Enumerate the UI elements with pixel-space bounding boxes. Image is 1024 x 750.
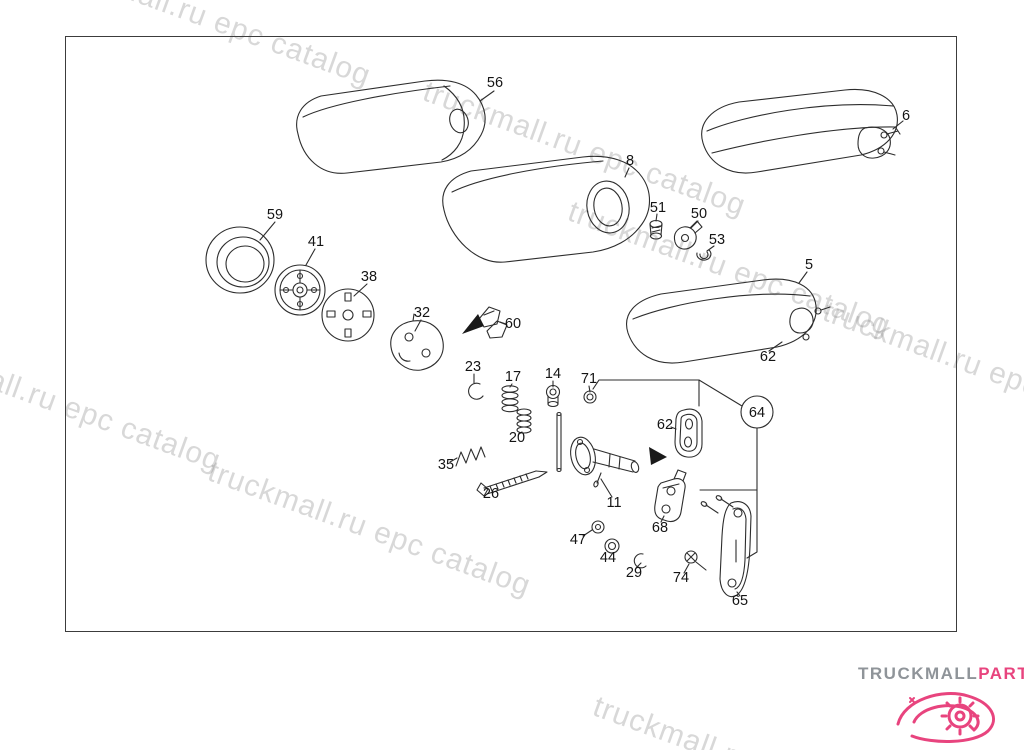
part-26-drawing: [476, 470, 548, 497]
part-60-drawing: [462, 306, 508, 339]
part-label-56: 56: [486, 74, 504, 91]
part-6-drawing: [701, 88, 904, 174]
part-label-38: 38: [360, 268, 378, 285]
part-23-drawing: [468, 373, 484, 400]
part-29-drawing: [633, 553, 647, 569]
callout-64-drawing: [592, 379, 774, 559]
part-5-drawing: [626, 271, 831, 364]
part-44-drawing: [604, 538, 620, 554]
direction-arrow-icon: [462, 314, 484, 334]
part-51-50-53-drawing: [649, 213, 715, 261]
part-17-drawing: [501, 383, 519, 413]
part-label-62b: 62: [656, 416, 674, 433]
part-label-14: 14: [544, 365, 562, 382]
part-label-74: 74: [672, 569, 690, 586]
part-62b-drawing: [649, 408, 703, 465]
part-label-32: 32: [413, 304, 431, 321]
part-label-51: 51: [649, 199, 667, 216]
brand-logo-name: TRUCKMALL: [858, 664, 979, 683]
brand-logo-accent: PARTS: [978, 664, 1024, 683]
part-label-60: 60: [504, 315, 522, 332]
part-59-drawing: [205, 221, 276, 294]
part-11-drawing: [556, 411, 640, 498]
part-14-drawing: [545, 380, 561, 408]
part-label-41: 41: [307, 233, 325, 250]
part-8-drawing: [442, 155, 651, 263]
part-label-23: 23: [464, 358, 482, 375]
part-label-53: 53: [708, 231, 726, 248]
part-label-44: 44: [599, 549, 617, 566]
part-label-6: 6: [901, 107, 911, 124]
part-56-drawing: [296, 79, 495, 174]
part-label-62a: 62: [759, 348, 777, 365]
part-label-26: 26: [482, 485, 500, 502]
part-label-20: 20: [508, 429, 526, 446]
part-41-drawing: [274, 248, 326, 316]
part-68-drawing: [654, 469, 687, 523]
part-label-35: 35: [437, 456, 455, 473]
part-label-29: 29: [625, 564, 643, 581]
part-47-drawing: [582, 520, 605, 537]
part-label-71: 71: [580, 370, 598, 387]
part-label-68: 68: [651, 519, 669, 536]
part-label-17: 17: [504, 368, 522, 385]
part-65-drawing: [700, 495, 752, 598]
part-20-drawing: [516, 408, 532, 435]
brand-logo: TRUCKMALLPARTS: [858, 664, 1024, 684]
part-71-drawing: [583, 385, 597, 404]
part-label-65: 65: [731, 592, 749, 609]
part-label-8: 8: [625, 152, 635, 169]
direction-arrow-icon: [649, 447, 667, 465]
part-label-5: 5: [804, 256, 814, 273]
part-label-47: 47: [569, 531, 587, 548]
part-label-11: 11: [606, 494, 622, 511]
part-32-drawing: [390, 313, 444, 371]
part-35-drawing: [449, 446, 486, 467]
part-label-59: 59: [266, 206, 284, 223]
part-label-64: 64: [748, 404, 766, 421]
part-74-drawing: [683, 550, 707, 574]
diagram-border: [65, 36, 957, 632]
brand-gear-logo-icon: [896, 692, 995, 743]
part-label-50: 50: [690, 205, 708, 222]
part-38-drawing: [321, 283, 375, 342]
